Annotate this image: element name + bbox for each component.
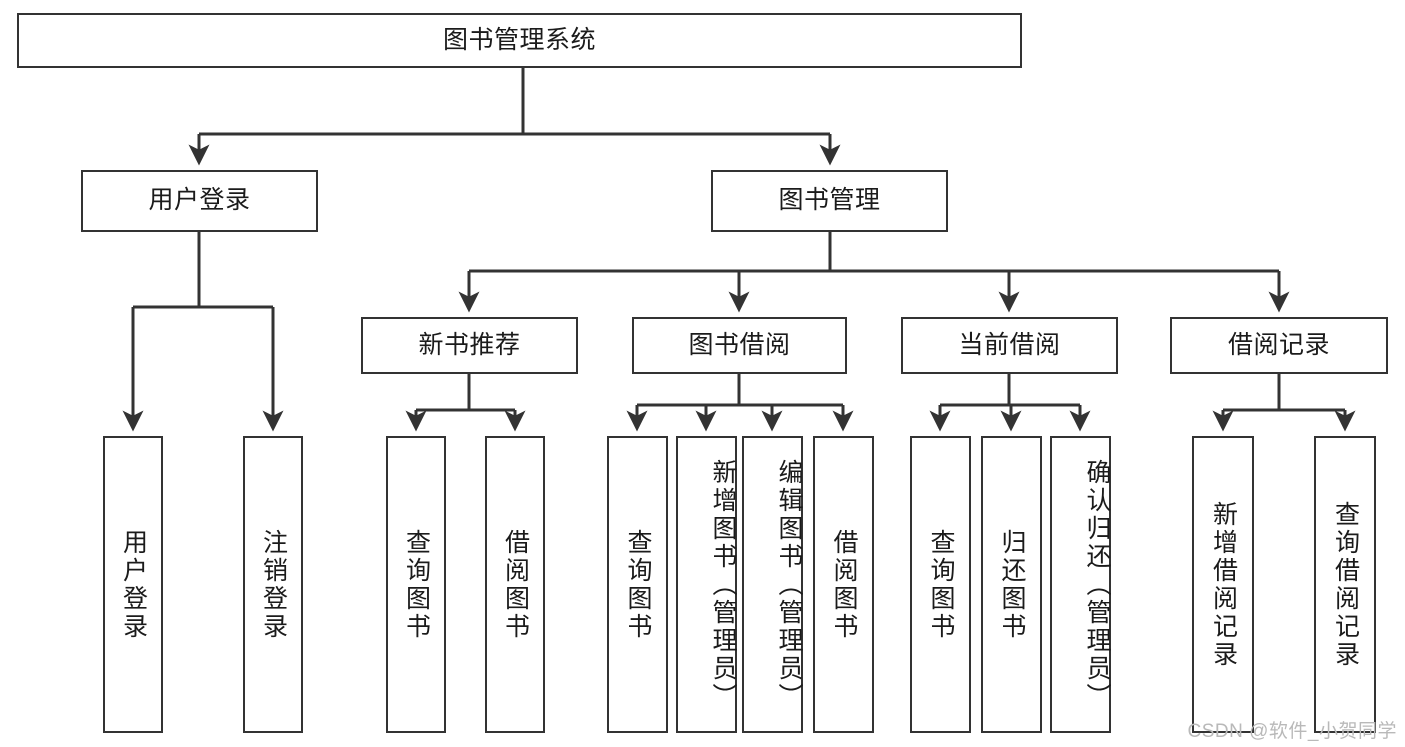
- leaf-borrow-book-2[interactable]: 借阅图书: [813, 436, 874, 733]
- leaf-add-borrow-record-label: 新增借阅记录: [1209, 500, 1238, 669]
- node-new-book-recommend[interactable]: 新书推荐: [361, 317, 578, 374]
- csdn-watermark: CSDN @软件_小贺同学: [1187, 721, 1397, 742]
- leaf-edit-book-label: 编辑图书（管理员）: [775, 458, 803, 711]
- node-new-book-recommend-label: 新书推荐: [418, 330, 521, 359]
- node-book-borrow[interactable]: 图书借阅: [632, 317, 847, 374]
- node-borrow-record[interactable]: 借阅记录: [1170, 317, 1388, 374]
- node-user-login-label: 用户登录: [148, 186, 251, 215]
- leaf-query-borrow-record-label: 查询借阅记录: [1331, 500, 1360, 669]
- node-borrow-record-label: 借阅记录: [1227, 330, 1330, 359]
- leaf-logout-label: 注销登录: [259, 528, 288, 641]
- node-user-login[interactable]: 用户登录: [81, 170, 318, 232]
- leaf-query-book-2[interactable]: 查询图书: [607, 436, 668, 733]
- leaf-return-book[interactable]: 归还图书: [981, 436, 1042, 733]
- leaf-add-book[interactable]: 新增图书（管理员）: [676, 436, 737, 733]
- leaf-query-borrow-record[interactable]: 查询借阅记录: [1314, 436, 1376, 733]
- leaf-logout[interactable]: 注销登录: [243, 436, 303, 733]
- node-book-borrow-label: 图书借阅: [688, 330, 791, 359]
- leaf-user-login-label: 用户登录: [119, 528, 148, 641]
- node-book-manage[interactable]: 图书管理: [711, 170, 948, 232]
- leaf-query-book-1-label: 查询图书: [402, 528, 431, 641]
- leaf-query-book-3-label: 查询图书: [927, 528, 955, 641]
- node-current-borrow[interactable]: 当前借阅: [901, 317, 1118, 374]
- node-current-borrow-label: 当前借阅: [958, 330, 1061, 359]
- leaf-query-book-2-label: 查询图书: [624, 528, 652, 641]
- node-root-label: 图书管理系统: [442, 25, 596, 54]
- leaf-confirm-return-label: 确认归还（管理员）: [1083, 458, 1111, 711]
- leaf-user-login[interactable]: 用户登录: [103, 436, 163, 733]
- leaf-edit-book[interactable]: 编辑图书（管理员）: [742, 436, 803, 733]
- node-book-manage-label: 图书管理: [778, 186, 881, 215]
- leaf-borrow-book-1[interactable]: 借阅图书: [485, 436, 545, 733]
- node-root-system[interactable]: 图书管理系统: [17, 13, 1022, 68]
- leaf-query-book-3[interactable]: 查询图书: [910, 436, 971, 733]
- leaf-return-book-label: 归还图书: [998, 528, 1026, 641]
- leaf-confirm-return[interactable]: 确认归还（管理员）: [1050, 436, 1111, 733]
- leaf-borrow-book-1-label: 借阅图书: [501, 528, 530, 641]
- leaf-add-borrow-record[interactable]: 新增借阅记录: [1192, 436, 1254, 733]
- leaf-borrow-book-2-label: 借阅图书: [830, 528, 858, 641]
- leaf-add-book-label: 新增图书（管理员）: [709, 458, 737, 711]
- leaf-query-book-1[interactable]: 查询图书: [386, 436, 446, 733]
